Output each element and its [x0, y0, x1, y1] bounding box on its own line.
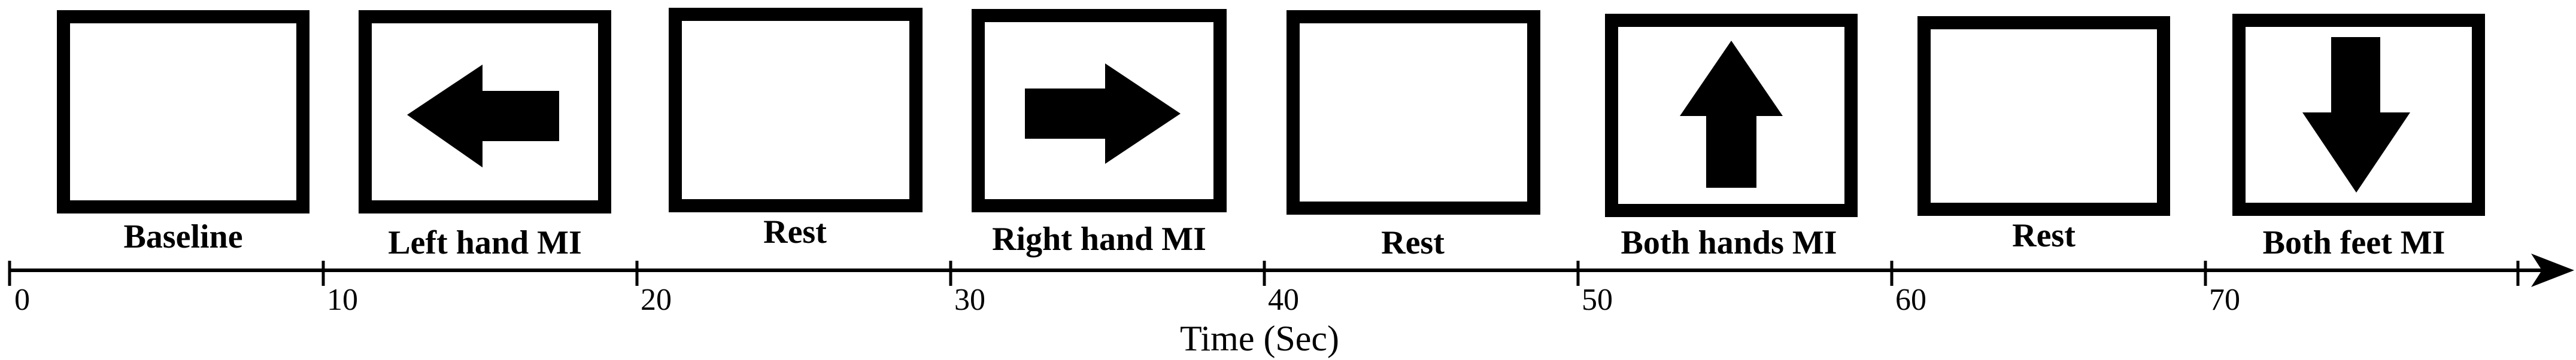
panel-right-hand-mi: Right hand MI [972, 9, 1227, 258]
tick-label: 0 [14, 283, 30, 317]
timeline-axis: 0 10 20 30 40 50 60 70 Time (Sec) [8, 254, 2574, 358]
panel-rest-3: Rest [1917, 16, 2170, 254]
cue-frame [1917, 16, 2170, 216]
cue-frame [359, 10, 611, 213]
tick-label: 40 [1268, 283, 1299, 317]
cue-frame [2232, 14, 2485, 216]
panel-label: Rest [763, 213, 827, 251]
axis-arrowhead [2531, 254, 2574, 287]
tick-label: 60 [1895, 283, 1926, 317]
tick-label: 50 [1582, 283, 1613, 317]
tick-label: 70 [2209, 283, 2240, 317]
panel-both-feet-mi: Both feet MI [2232, 14, 2485, 261]
panel-label: Left hand MI [388, 224, 582, 261]
panel-rest-1: Rest [669, 8, 923, 251]
left-arrow-icon [407, 65, 559, 167]
panel-label: Right hand MI [992, 221, 1206, 258]
panel-rest-2: Rest [1287, 10, 1540, 261]
cue-frame [669, 8, 923, 212]
panel-label: Both feet MI [2263, 224, 2445, 261]
tick-label: 10 [327, 283, 358, 317]
up-arrow-icon [1680, 41, 1783, 188]
panel-both-hands-mi: Both hands MI [1605, 14, 1858, 261]
cue-frame [1287, 10, 1540, 215]
panel-label: Baseline [123, 218, 242, 255]
cue-frame [1605, 14, 1858, 217]
right-arrow-icon [1025, 63, 1181, 164]
panel-label: Rest [1381, 224, 1445, 261]
axis-title: Time (Sec) [1180, 319, 1339, 358]
panel-label: Rest [2012, 217, 2076, 254]
panel-label: Both hands MI [1621, 224, 1837, 261]
tick-label: 30 [954, 283, 985, 317]
cue-frame [972, 9, 1227, 212]
down-arrow-icon [2302, 37, 2410, 193]
cue-frame [57, 10, 310, 213]
tick-label: 20 [641, 283, 672, 317]
panel-baseline: Baseline [57, 10, 310, 255]
panel-left-hand-mi: Left hand MI [359, 10, 611, 261]
